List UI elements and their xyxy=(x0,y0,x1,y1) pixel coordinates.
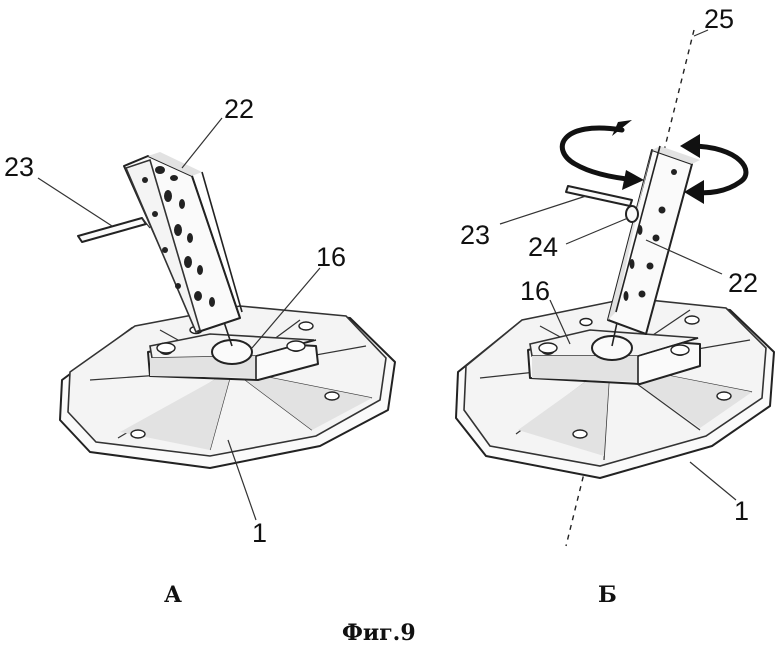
view-label-b: Б xyxy=(598,582,617,608)
pivot-24 xyxy=(626,206,638,222)
plate-hole xyxy=(325,392,339,400)
view-a: 23 22 16 1 А xyxy=(4,94,395,608)
arm-b xyxy=(566,186,632,206)
plate-hole xyxy=(685,316,699,324)
arrowhead-left-bottom xyxy=(622,170,644,190)
plate-hole xyxy=(580,319,592,326)
base-plate-b xyxy=(456,298,774,478)
figure-caption: Фиг.9 xyxy=(342,620,416,646)
view-b: 25 23 24 22 16 1 Б xyxy=(456,4,774,608)
leader-23-b xyxy=(500,196,586,224)
plate-hole xyxy=(717,392,731,400)
leader-1-b xyxy=(690,462,736,500)
leader-23-a xyxy=(38,178,112,226)
callout-1-a: 1 xyxy=(252,518,267,548)
callout-25: 25 xyxy=(704,4,734,34)
rotation-arrow-left xyxy=(562,128,636,180)
plate-hole xyxy=(131,430,145,438)
arm-a xyxy=(78,218,150,242)
callout-23-a: 23 xyxy=(4,152,34,182)
callout-22-b: 22 xyxy=(728,268,758,298)
callout-22-a: 22 xyxy=(224,94,254,124)
plate-hole xyxy=(573,430,587,438)
callout-23-b: 23 xyxy=(460,220,490,250)
leader-22-a xyxy=(182,118,222,168)
leader-24-b xyxy=(566,218,628,244)
callout-24-b: 24 xyxy=(528,232,558,262)
callout-16-a: 16 xyxy=(316,242,346,272)
plate-hole xyxy=(299,322,313,330)
callout-1-b: 1 xyxy=(734,496,749,526)
callout-16-b: 16 xyxy=(520,276,550,306)
view-label-a: А xyxy=(164,582,182,608)
